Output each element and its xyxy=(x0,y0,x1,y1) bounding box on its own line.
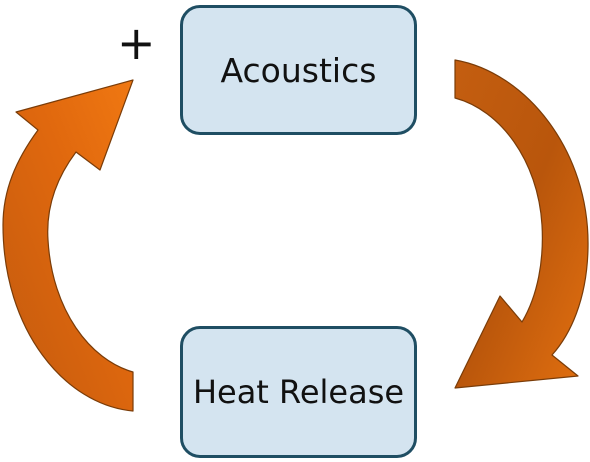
arrow-acoustics-to-heat-release xyxy=(454,59,589,389)
node-acoustics-label: Acoustics xyxy=(220,50,377,90)
arrow-heat-release-to-acoustics xyxy=(2,79,134,412)
feedback-sign: + xyxy=(117,16,156,70)
node-heat-release-label: Heat Release xyxy=(192,373,405,411)
node-acoustics: Acoustics xyxy=(180,5,417,135)
node-heat-release: Heat Release xyxy=(180,326,417,458)
